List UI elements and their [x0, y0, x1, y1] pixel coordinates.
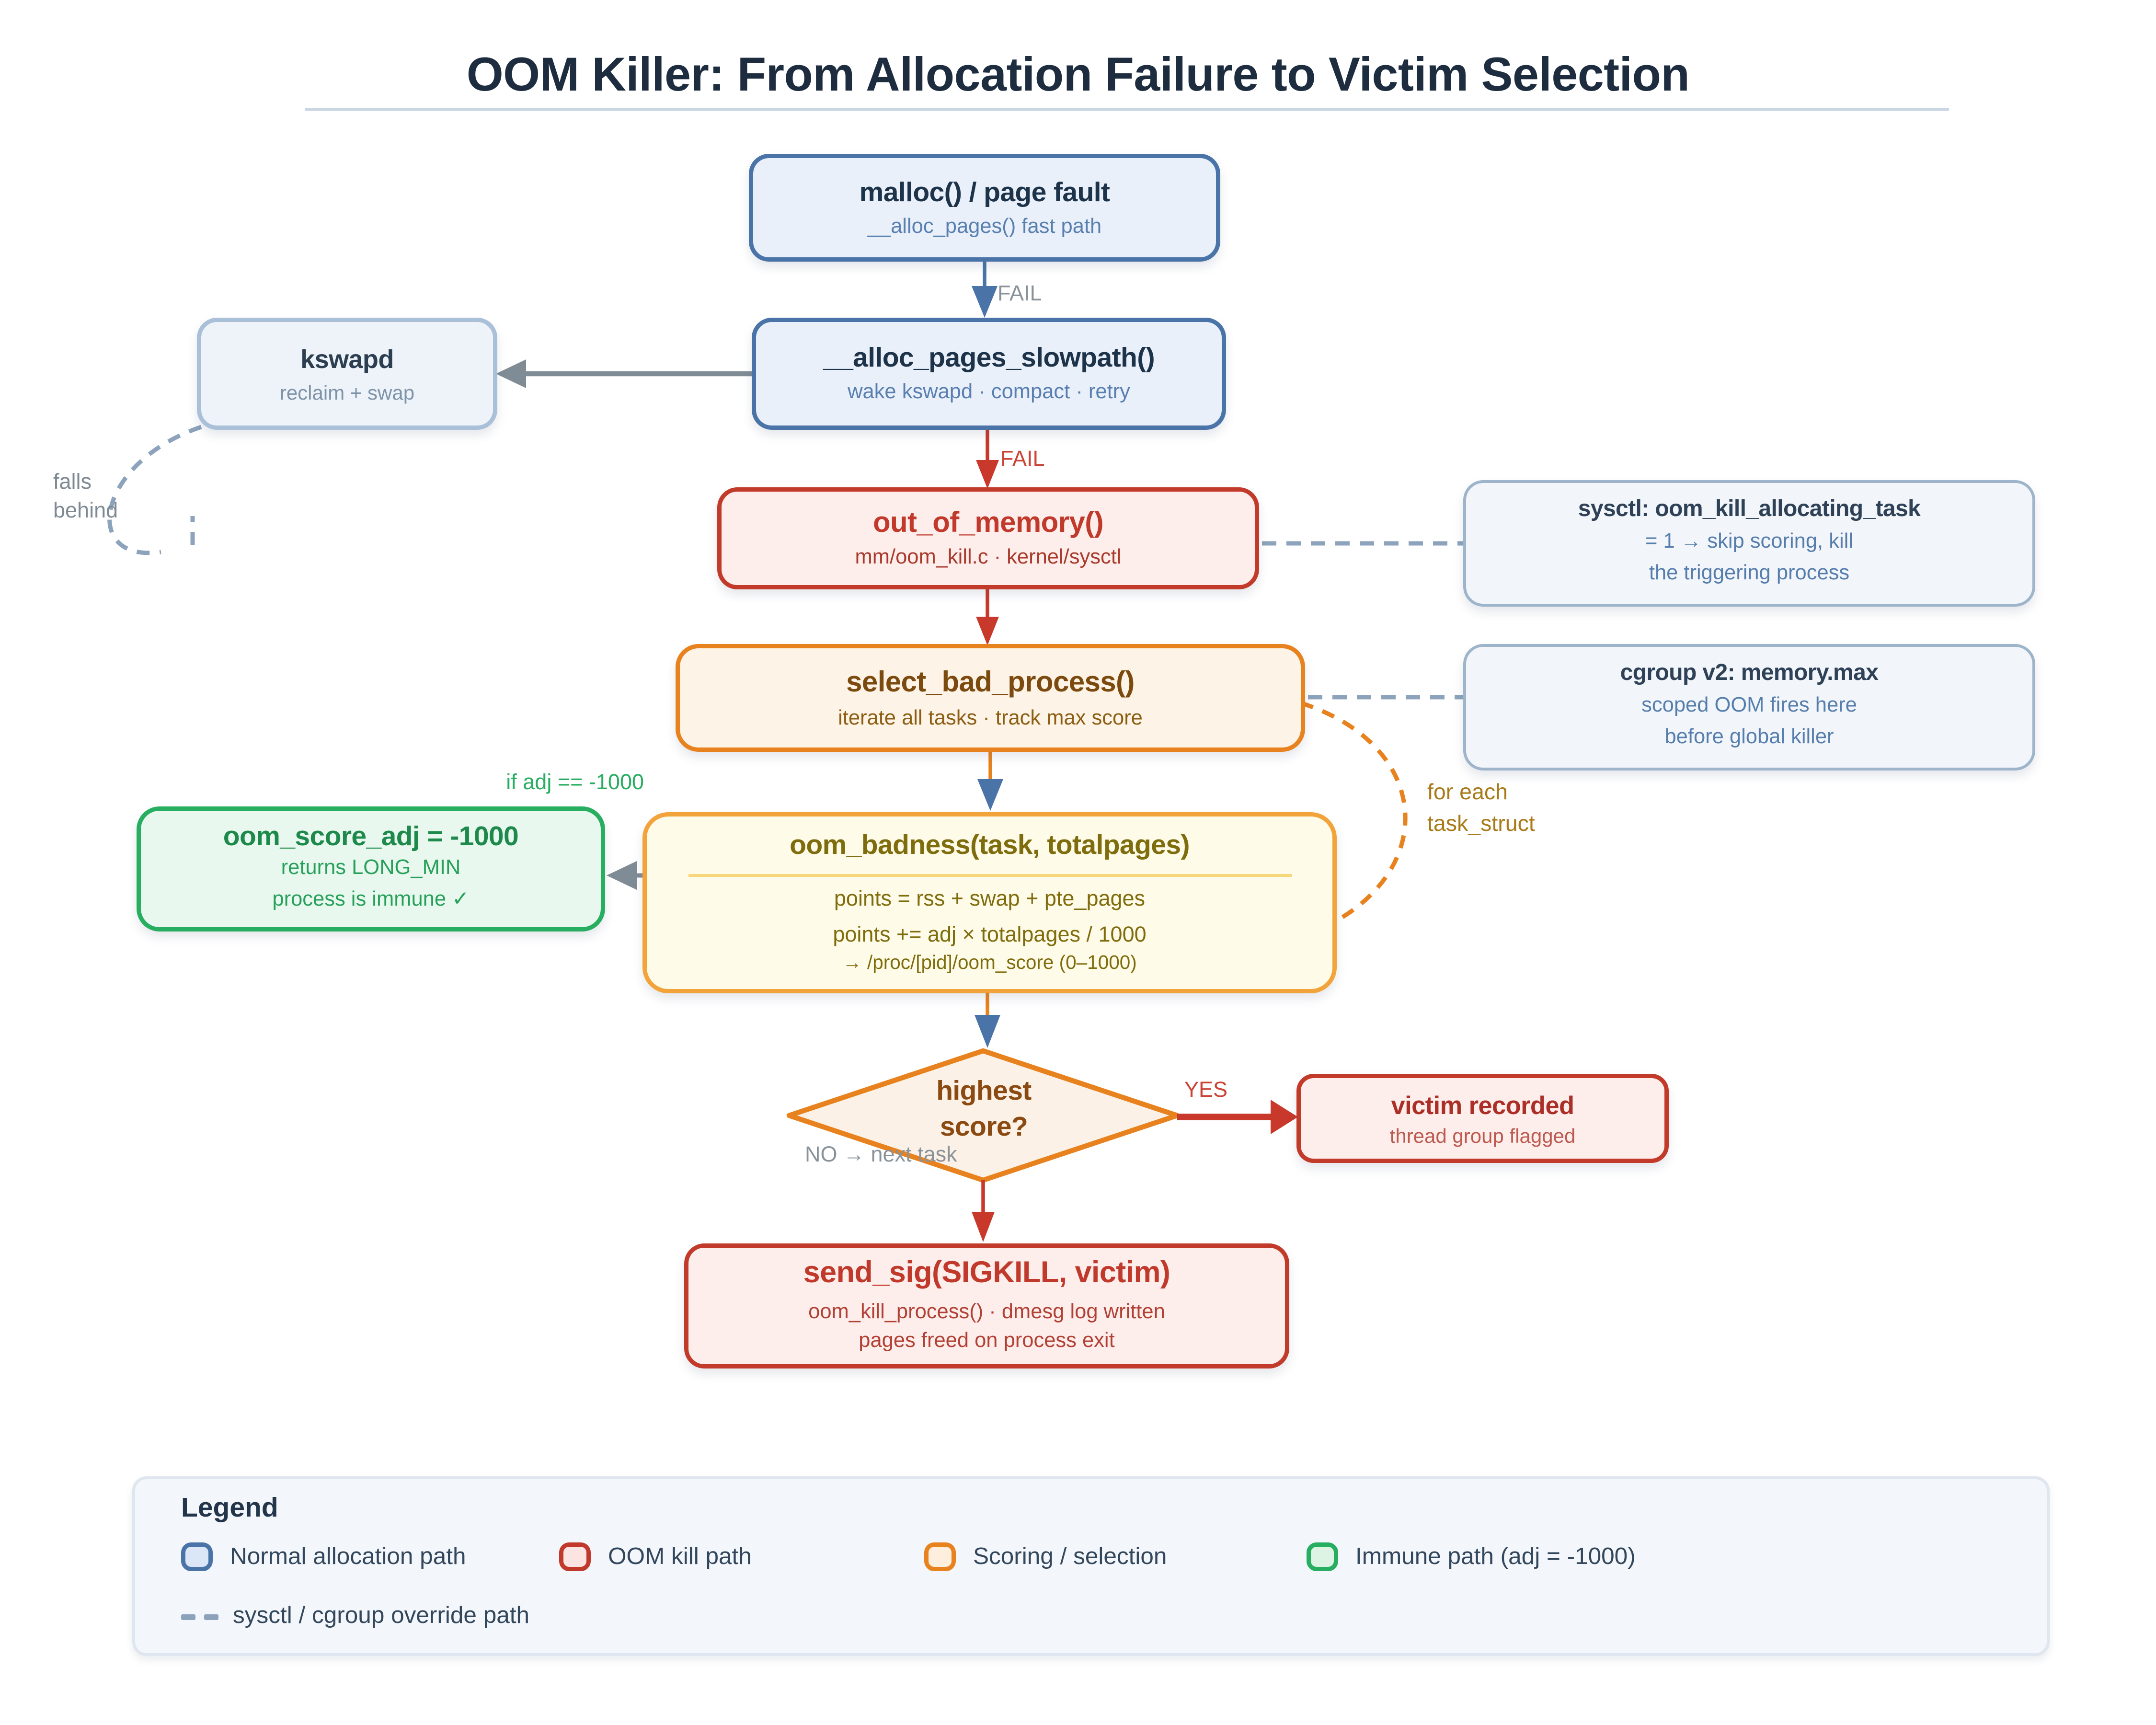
node-select-subtitle: iterate all tasks · track max score: [838, 706, 1143, 730]
node-slowpath-title: __alloc_pages_slowpath(): [823, 344, 1155, 374]
page-title: OOM Killer: From Allocation Failure to V…: [466, 47, 1690, 101]
edge-kswapd-falls-behind-dashed: [107, 425, 202, 555]
legend-label-immune: Immune path (adj = -1000): [1355, 1543, 1636, 1569]
edge-oom-select: [976, 589, 999, 645]
edge-select-badness: [977, 752, 1003, 811]
label-for-each: for each task_struct: [1427, 781, 1535, 838]
node-alloc-pages-slowpath: __alloc_pages_slowpath() wake kswapd · c…: [752, 318, 1226, 430]
decision-line2: score?: [940, 1113, 1028, 1143]
legend-heading: Legend: [181, 1494, 278, 1524]
note-cgroup: cgroup v2: memory.max scoped OOM fires h…: [1463, 644, 2035, 770]
note-sysctl-title: sysctl: oom_kill_allocating_task: [1578, 498, 1921, 523]
node-send-sig: send_sig(SIGKILL, victim) oom_kill_proce…: [684, 1243, 1289, 1368]
edge-slowpath-oom: [976, 430, 999, 489]
node-send-line1: oom_kill_process() · dmesg log written: [808, 1300, 1165, 1324]
legend-swatch-red: [559, 1542, 591, 1571]
label-fail-mid: FAIL: [1000, 447, 1045, 472]
badness-divider: [688, 874, 1292, 877]
legend-swatch-orange: [924, 1542, 956, 1571]
legend-label-oom-kill: OOM kill path: [608, 1543, 752, 1569]
edge-badness-adj: [607, 861, 642, 890]
edge-malloc-slowpath: [972, 262, 998, 318]
label-falls-behind: falls behind: [53, 470, 118, 524]
node-adj-line2: process is immune ✓: [272, 887, 470, 911]
legend-panel: Legend Normal allocation path OOM kill p…: [132, 1476, 2050, 1656]
node-malloc-title: malloc() / page fault: [859, 177, 1110, 208]
node-kswapd-title: kswapd: [300, 344, 394, 373]
note-sysctl-line2: the triggering process: [1649, 561, 1850, 585]
legend-swatch-blue: [181, 1542, 213, 1571]
node-out-of-memory: out_of_memory() mm/oom_kill.c · kernel/s…: [717, 487, 1259, 589]
edge-badness-decision: [975, 993, 1000, 1048]
node-badness-line1: points = rss + swap + pte_pages: [834, 887, 1146, 911]
label-if-adj: if adj == -1000: [506, 770, 644, 795]
note-cgroup-line2: before global killer: [1664, 725, 1834, 748]
node-adj-title: oom_score_adj = -1000: [223, 822, 519, 852]
legend-label-override: sysctl / cgroup override path: [233, 1603, 530, 1629]
node-oom-subtitle: mm/oom_kill.c · kernel/sysctl: [855, 546, 1122, 569]
label-no-next-task: NO → next task: [805, 1143, 957, 1167]
node-oom-score-adj: oom_score_adj = -1000 returns LONG_MIN p…: [137, 806, 605, 932]
legend-swatch-green: [1307, 1542, 1338, 1571]
node-oom-badness: oom_badness(task, totalpages) points = r…: [642, 812, 1337, 993]
legend-item-override: sysctl / cgroup override path: [181, 1603, 529, 1630]
node-badness-line3: → /proc/[pid]/oom_score (0–1000): [842, 952, 1137, 973]
node-kswapd: kswapd reclaim + swap: [197, 318, 497, 430]
node-badness-title: oom_badness(task, totalpages): [790, 831, 1190, 861]
decision-label: highest score?: [789, 1077, 1179, 1144]
edge-slowpath-kswapd: [496, 359, 752, 388]
legend-item-scoring: Scoring / selection: [924, 1542, 1167, 1571]
node-adj-line1: returns LONG_MIN: [281, 856, 461, 880]
node-oom-title: out_of_memory(): [872, 507, 1104, 539]
note-sysctl-line1: = 1 → skip scoring, kill: [1645, 531, 1853, 554]
node-send-line2: pages freed on process exit: [859, 1330, 1115, 1353]
edge-select-badness-foreach-dashed: [1300, 701, 1408, 919]
node-slowpath-subtitle: wake kswapd · compact · retry: [848, 381, 1130, 404]
edge-decision-send: [972, 1180, 995, 1242]
legend-label-normal: Normal allocation path: [230, 1543, 466, 1569]
node-badness-line2: points += adj × totalpages / 1000: [833, 923, 1147, 947]
legend-item-oom-kill: OOM kill path: [559, 1542, 752, 1571]
node-malloc-subtitle: __alloc_pages() fast path: [867, 215, 1102, 238]
label-fail-top: FAIL: [998, 282, 1042, 306]
node-victim-title: victim recorded: [1391, 1090, 1574, 1119]
node-select-bad-process: select_bad_process() iterate all tasks ·…: [676, 644, 1305, 752]
node-send-title: send_sig(SIGKILL, victim): [803, 1256, 1170, 1289]
note-sysctl: sysctl: oom_kill_allocating_task = 1 → s…: [1463, 480, 2035, 607]
node-victim-subtitle: thread group flagged: [1389, 1123, 1576, 1147]
node-kswapd-subtitle: reclaim + swap: [279, 380, 415, 403]
node-malloc: malloc() / page fault __alloc_pages() fa…: [749, 154, 1220, 262]
legend-dash-swatch: [181, 1613, 218, 1620]
node-select-title: select_bad_process(): [846, 666, 1135, 698]
edge-decision-victim-yes: [1177, 1100, 1298, 1134]
node-victim-recorded: victim recorded thread group flagged: [1296, 1074, 1669, 1163]
note-cgroup-title: cgroup v2: memory.max: [1620, 662, 1879, 687]
label-yes: YES: [1184, 1078, 1228, 1103]
legend-item-normal: Normal allocation path: [181, 1542, 466, 1571]
note-cgroup-line1: scoped OOM fires here: [1641, 695, 1857, 718]
decision-line1: highest: [936, 1077, 1032, 1107]
legend-item-immune: Immune path (adj = -1000): [1307, 1542, 1636, 1571]
legend-label-scoring: Scoring / selection: [973, 1543, 1167, 1569]
